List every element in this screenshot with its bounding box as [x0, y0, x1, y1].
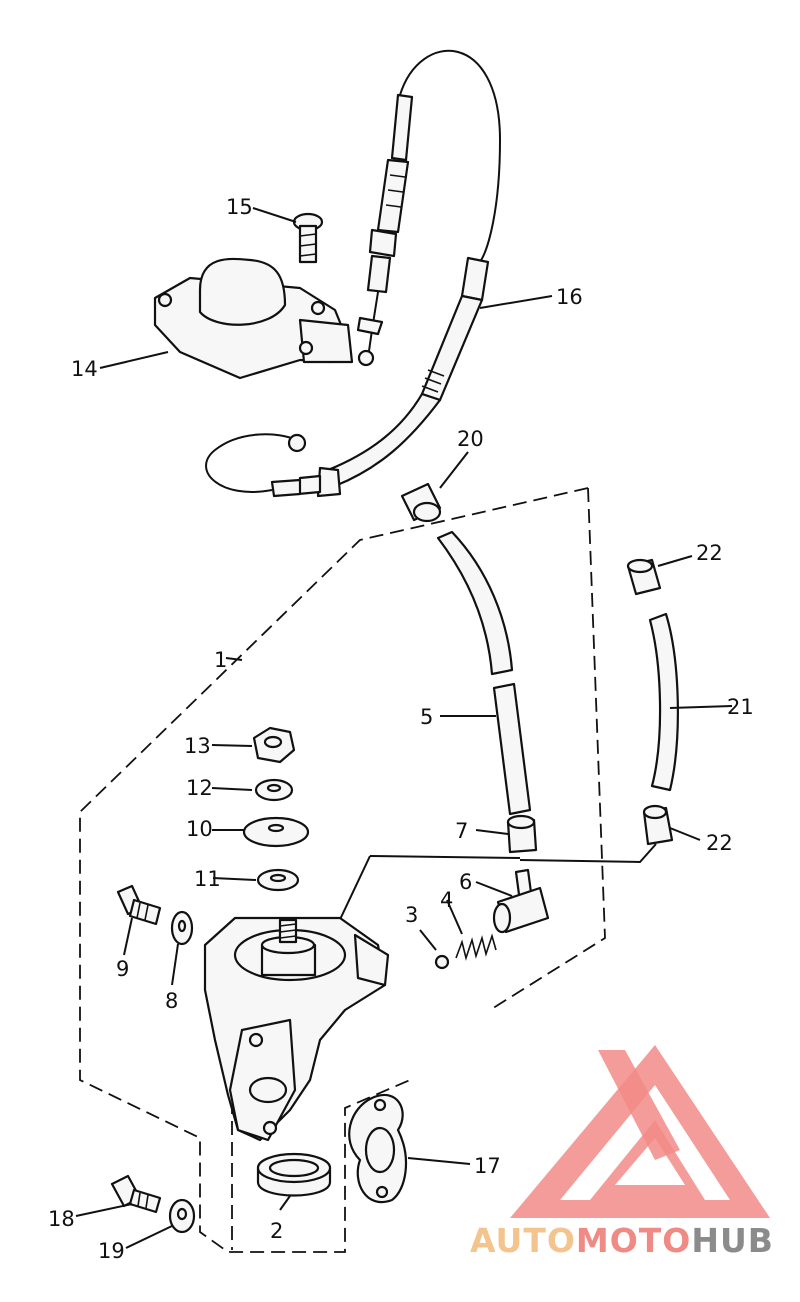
- cover-14: [153, 257, 354, 380]
- callout-6: 6: [459, 870, 472, 894]
- callout-labels: 1 2 3 4 5 6 7 8 9 10 11 12 13 14 15 16 1…: [48, 195, 754, 1263]
- cable-16: [205, 49, 502, 498]
- callout-21: 21: [727, 695, 754, 719]
- callout-7: 7: [455, 819, 468, 843]
- svg-text:AUTOMOTOHUB: AUTOMOTOHUB: [470, 1221, 774, 1260]
- callout-22-top: 22: [696, 541, 723, 565]
- callout-18: 18: [48, 1207, 75, 1231]
- callout-10: 10: [186, 817, 213, 841]
- spring-4: [455, 933, 497, 961]
- callout-15: 15: [226, 195, 253, 219]
- assembly-boundary-1: [79, 487, 606, 1253]
- cable-end-fitting: [356, 93, 414, 367]
- bolt-18: [110, 1174, 162, 1214]
- sleeve-20: [400, 482, 442, 523]
- callout-19: 19: [98, 1239, 125, 1263]
- callout-4: 4: [440, 888, 453, 912]
- callout-16: 16: [556, 285, 583, 309]
- bolt-9: [116, 884, 162, 926]
- callout-14: 14: [71, 357, 98, 381]
- callout-1: 1: [214, 648, 227, 672]
- watermark-hub: HUB: [691, 1221, 774, 1260]
- callout-5: 5: [420, 705, 433, 729]
- cap-22-bottom: [642, 804, 674, 846]
- leader-lines: [75, 207, 733, 1249]
- washer-11: [256, 868, 300, 892]
- washer-10: [242, 816, 310, 848]
- pump-body-1: [203, 916, 390, 1142]
- watermark-auto: AUTO: [470, 1221, 576, 1260]
- fitting-7: [506, 814, 538, 854]
- callout-11: 11: [194, 867, 221, 891]
- nut-13: [252, 726, 296, 764]
- callout-12: 12: [186, 776, 213, 800]
- watermark-text: AUTOMOTOHUB: [470, 1221, 774, 1260]
- callout-22-bottom: 22: [706, 831, 733, 855]
- hose-upper: [436, 530, 514, 676]
- washer-19: [168, 1198, 196, 1234]
- washer-12: [254, 778, 294, 802]
- check-ball-3: [434, 954, 450, 970]
- callout-9: 9: [116, 957, 129, 981]
- callout-8: 8: [165, 989, 178, 1013]
- hose-21: [648, 612, 679, 792]
- callout-2: 2: [270, 1219, 283, 1243]
- cap-22-top: [626, 558, 662, 596]
- callout-3: 3: [405, 903, 418, 927]
- hose-5: [492, 682, 532, 816]
- watermark-logo: [510, 1045, 770, 1218]
- connection-lines: [335, 843, 657, 929]
- fitting-6: [492, 868, 550, 934]
- callout-20: 20: [457, 427, 484, 451]
- gasket-17: [348, 1094, 408, 1204]
- washer-8: [170, 910, 194, 946]
- screw-15: [292, 212, 324, 264]
- callout-13: 13: [184, 734, 211, 758]
- seal-2: [256, 1152, 332, 1197]
- watermark-moto: MOTO: [576, 1221, 691, 1260]
- callout-17: 17: [474, 1154, 501, 1178]
